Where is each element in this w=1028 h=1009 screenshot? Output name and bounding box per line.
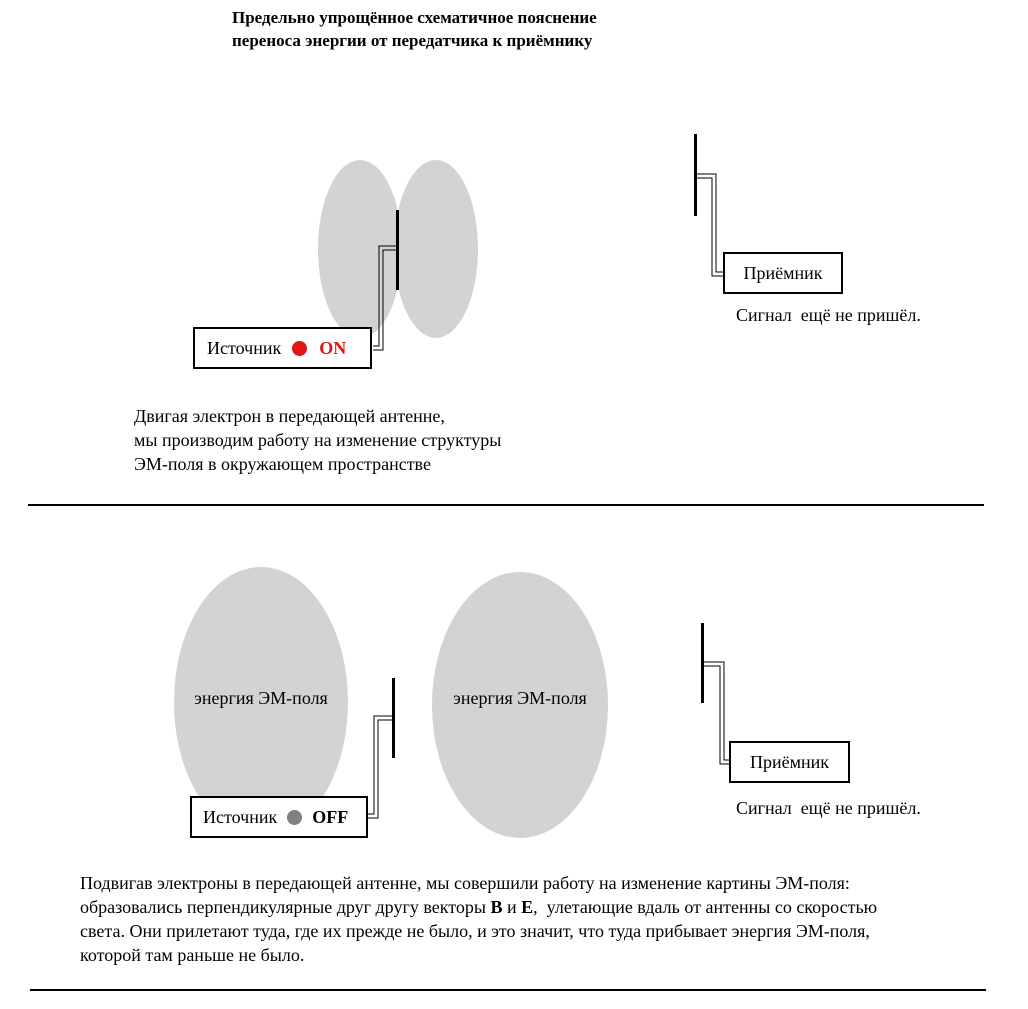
caption-line: Двигая электрон в передающей антенне, — [134, 406, 445, 426]
diagram-title: Предельно упрощённое схематичное пояснен… — [232, 6, 597, 52]
divider — [28, 504, 984, 506]
signal-status: Сигнал ещё не пришёл. — [736, 798, 921, 818]
status-off-icon — [287, 809, 303, 825]
receiver-antenna — [694, 134, 697, 216]
source-label: Источник — [207, 337, 282, 358]
field-blob-right — [432, 572, 608, 838]
caption-text: , улетающие вдаль от антенны со скорость… — [533, 897, 878, 917]
caption-line: света. Они прилетают туда, где их прежде… — [80, 921, 870, 941]
source-state: ON — [319, 337, 347, 358]
title-line-2: переноса энергии от передатчика к приёмн… — [232, 31, 593, 50]
receiver-antenna — [701, 623, 704, 703]
receiver-label: Приёмник — [749, 751, 830, 772]
transmitter-antenna — [396, 210, 399, 290]
status-on-icon — [292, 340, 308, 356]
source-box: Источник OFF — [190, 796, 368, 838]
receiver-box: Приёмник — [723, 252, 843, 294]
transmitter-antenna — [392, 678, 395, 758]
receiver-label: Приёмник — [743, 262, 823, 283]
vector-b: B — [490, 897, 503, 917]
receiver-box: Приёмник — [729, 741, 850, 783]
field-lobe-left — [318, 160, 402, 338]
caption-text: образовались перпендикулярные друг другу… — [80, 897, 491, 917]
title-line-1: Предельно упрощённое схематичное пояснен… — [232, 8, 597, 27]
divider — [30, 989, 986, 991]
source-box: Источник ON — [193, 327, 372, 369]
signal-status: Сигнал ещё не пришёл. — [736, 305, 921, 325]
panel2-caption: Подвигав электроны в передающей антенне,… — [80, 871, 877, 967]
field-lobe-right — [394, 160, 478, 338]
caption-text: и — [502, 897, 522, 917]
source-state: OFF — [312, 806, 349, 827]
panel1-caption: Двигая электрон в передающей антенне, мы… — [134, 404, 501, 476]
caption-line: которой там раньше не было. — [80, 945, 305, 965]
caption-line: образовались перпендикулярные друг другу… — [80, 897, 877, 917]
caption-line: мы производим работу на изменение структ… — [134, 430, 502, 450]
field-energy-label-left: энергия ЭМ-поля — [194, 688, 328, 708]
source-label: Источник — [203, 806, 278, 827]
caption-line: Подвигав электроны в передающей антенне,… — [80, 873, 850, 893]
field-blob-left — [174, 567, 348, 837]
vector-e: E — [521, 897, 534, 917]
field-energy-label-right: энергия ЭМ-поля — [453, 688, 587, 708]
caption-line: ЭМ-поля в окружающем пространстве — [134, 454, 431, 474]
